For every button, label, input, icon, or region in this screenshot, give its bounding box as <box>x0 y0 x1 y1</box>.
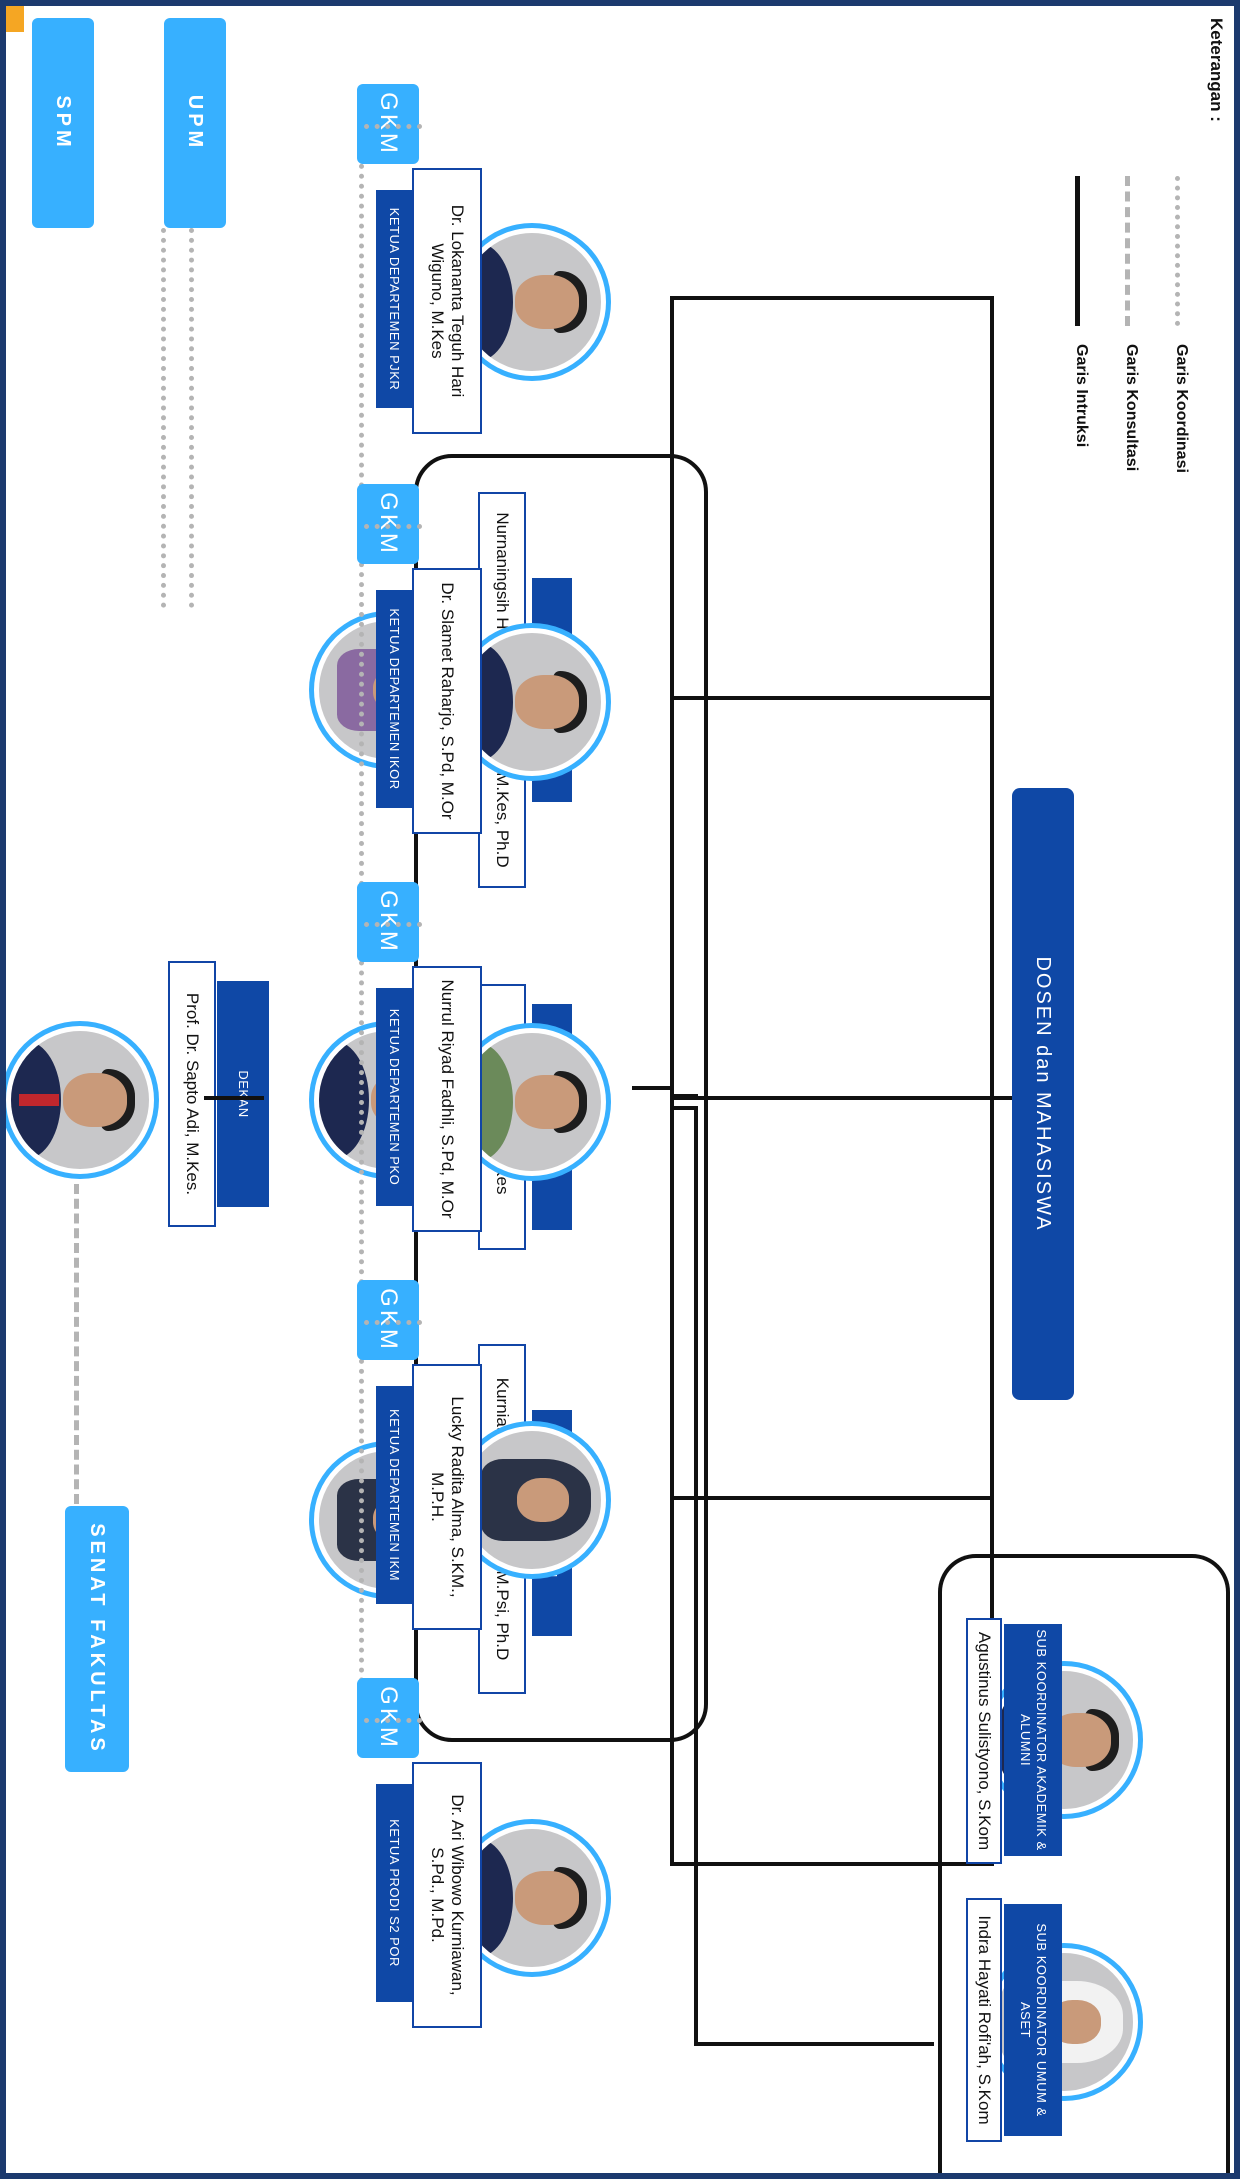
legend-swatch-instruction <box>1075 176 1080 326</box>
dekan-name: Prof. Dr. Sapto Adi, M.Kes. <box>168 961 216 1227</box>
line-to-sub-group <box>694 2042 934 2046</box>
sub-2-role: SUB KOORDINATOR UMUM & ASET <box>1004 1904 1062 2136</box>
dosen-mahasiswa-label: DOSEN dan MAHASISWA <box>1032 956 1055 1232</box>
spm-box: SPM <box>32 18 94 228</box>
corner-marker <box>6 6 24 32</box>
legend-label-instruction: Garis Intruksi <box>1073 344 1090 448</box>
gkm-s2por-link <box>364 1718 422 1723</box>
connector-ikor <box>670 696 994 700</box>
dept-s2por-name: Dr. Ari Wibowo Kurniawan, S.Pd., M.Pd. <box>412 1762 482 2028</box>
connector-pjkr <box>670 296 994 300</box>
sub-2-name: Indra Hayati Rofi'ah, S.Kom <box>966 1898 1002 2142</box>
dept-ikm-role: KETUA DEPARTEMEN IKM <box>376 1386 412 1604</box>
legend-title: Keterangan : <box>1207 18 1226 122</box>
legend-swatch-consultation <box>1125 176 1130 326</box>
org-chart: SENAT FAKULTAS UPM SPM Prof. Dr. Sapto A… <box>6 6 1234 2173</box>
connector-ikm <box>670 1496 994 1500</box>
dept-ikor-role: KETUA DEPARTEMEN IKOR <box>376 590 412 808</box>
legend-swatch-coordination <box>1175 176 1180 326</box>
gkm-pjkr-link <box>364 124 422 129</box>
dept-s2por-role: KETUA PRODI S2 POR <box>376 1784 412 2002</box>
spm-label: SPM <box>52 95 75 151</box>
dekan-role: DEKAN <box>217 981 269 1207</box>
coordination-line-upm-2 <box>189 228 194 608</box>
dept-pjkr-role: KETUA DEPARTEMEN PJKR <box>376 190 412 408</box>
legend-label-coordination: Garis Koordinasi <box>1173 344 1190 473</box>
senat-fakultas-label: SENAT FAKULTAS <box>86 1523 109 1755</box>
sub-1-name: Agustinus Sulistyono, S.Kom <box>966 1618 1002 1864</box>
gkm-pko-link <box>364 922 422 927</box>
dosen-mahasiswa-box: DOSEN dan MAHASISWA <box>1012 788 1074 1400</box>
dept-ikm-name: Lucky Radita Alma, S.KM., M.P.H. <box>412 1364 482 1630</box>
gkm-ikor-link <box>364 524 422 529</box>
line-dekan-to-wakil <box>204 1096 264 1100</box>
line-to-dosen <box>994 1096 1012 1100</box>
department-upper-rail <box>670 296 674 1866</box>
dekan-photo <box>6 1026 154 1174</box>
sub-1-role: SUB KOORDINATOR AKADEMIK & ALUMNI <box>1004 1624 1062 1856</box>
dept-pko-role: KETUA DEPARTEMEN PKO <box>376 988 412 1206</box>
chart-frame: SENAT FAKULTAS UPM SPM Prof. Dr. Sapto A… <box>6 6 1234 2173</box>
upm-label: UPM <box>184 94 207 152</box>
dept-pjkr-name: Dr. Lokananta Teguh Hari Wiguno, M.Kes <box>412 168 482 434</box>
connector-pko <box>670 1096 994 1100</box>
coordination-line-upm-1 <box>161 228 166 608</box>
senat-fakultas-box: SENAT FAKULTAS <box>65 1506 129 1772</box>
line-to-sub-rail <box>694 1106 698 2046</box>
dept-pko-name: Nurrul Riyad Fadhli, S.Pd, M.Or <box>412 966 482 1232</box>
gkm-ikm-link <box>364 1320 422 1325</box>
legend-label-consultation: Garis Konsultasi <box>1123 344 1140 472</box>
upm-box: UPM <box>164 18 226 228</box>
line-wakil-to-trunk <box>632 1086 672 1090</box>
consultation-line-senat <box>74 1184 79 1504</box>
dept-ikor-name: Dr. Slamet Raharjo, S.Pd, M.Or <box>412 568 482 834</box>
